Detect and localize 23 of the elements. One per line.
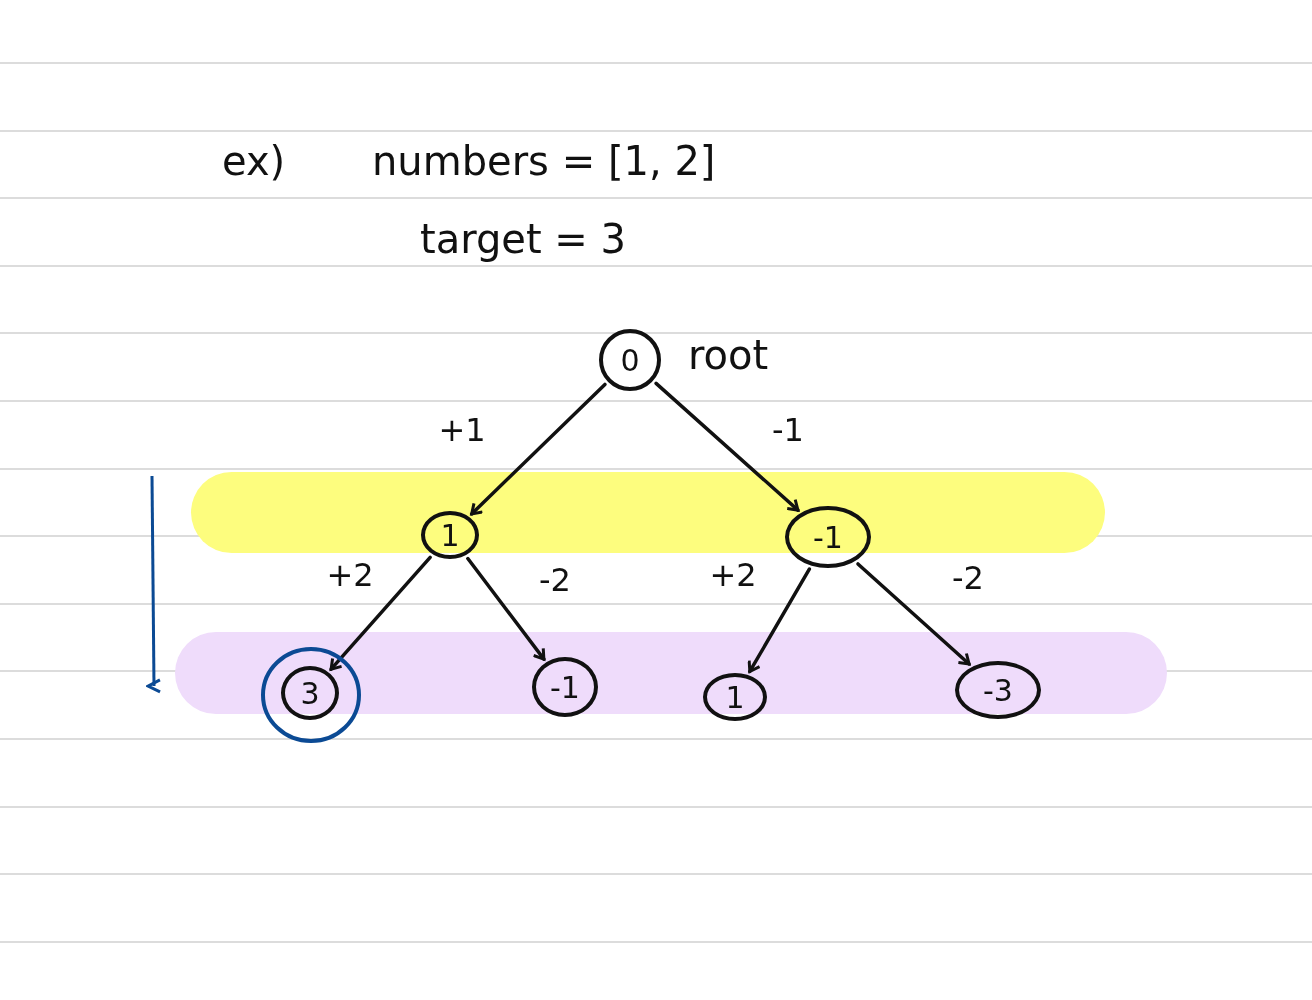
number-circle: 0 <box>599 329 661 391</box>
note-text: numbers = [1, 2] <box>372 138 716 184</box>
edge-label: +2 <box>709 556 757 594</box>
note-text: target = 3 <box>420 216 626 262</box>
number-circle: -1 <box>532 657 598 717</box>
arrow <box>329 555 432 671</box>
note-text: ex) <box>222 138 286 184</box>
node-caption: root <box>688 332 769 378</box>
arrow <box>856 562 971 666</box>
arrow <box>747 567 812 674</box>
arrow <box>466 556 546 661</box>
arrow <box>654 381 800 512</box>
number-circle: 1 <box>703 673 767 721</box>
edge-label: -2 <box>539 561 571 599</box>
edge-label: -2 <box>952 559 984 597</box>
edge-label: +1 <box>438 411 486 449</box>
number-circle: -1 <box>785 506 871 568</box>
arrow <box>469 382 607 516</box>
edge-label: -1 <box>772 411 804 449</box>
edge-label: +2 <box>326 556 374 594</box>
number-circle: -3 <box>955 661 1041 719</box>
number-circle: 1 <box>421 511 479 559</box>
number-circle: 3 <box>281 666 339 720</box>
